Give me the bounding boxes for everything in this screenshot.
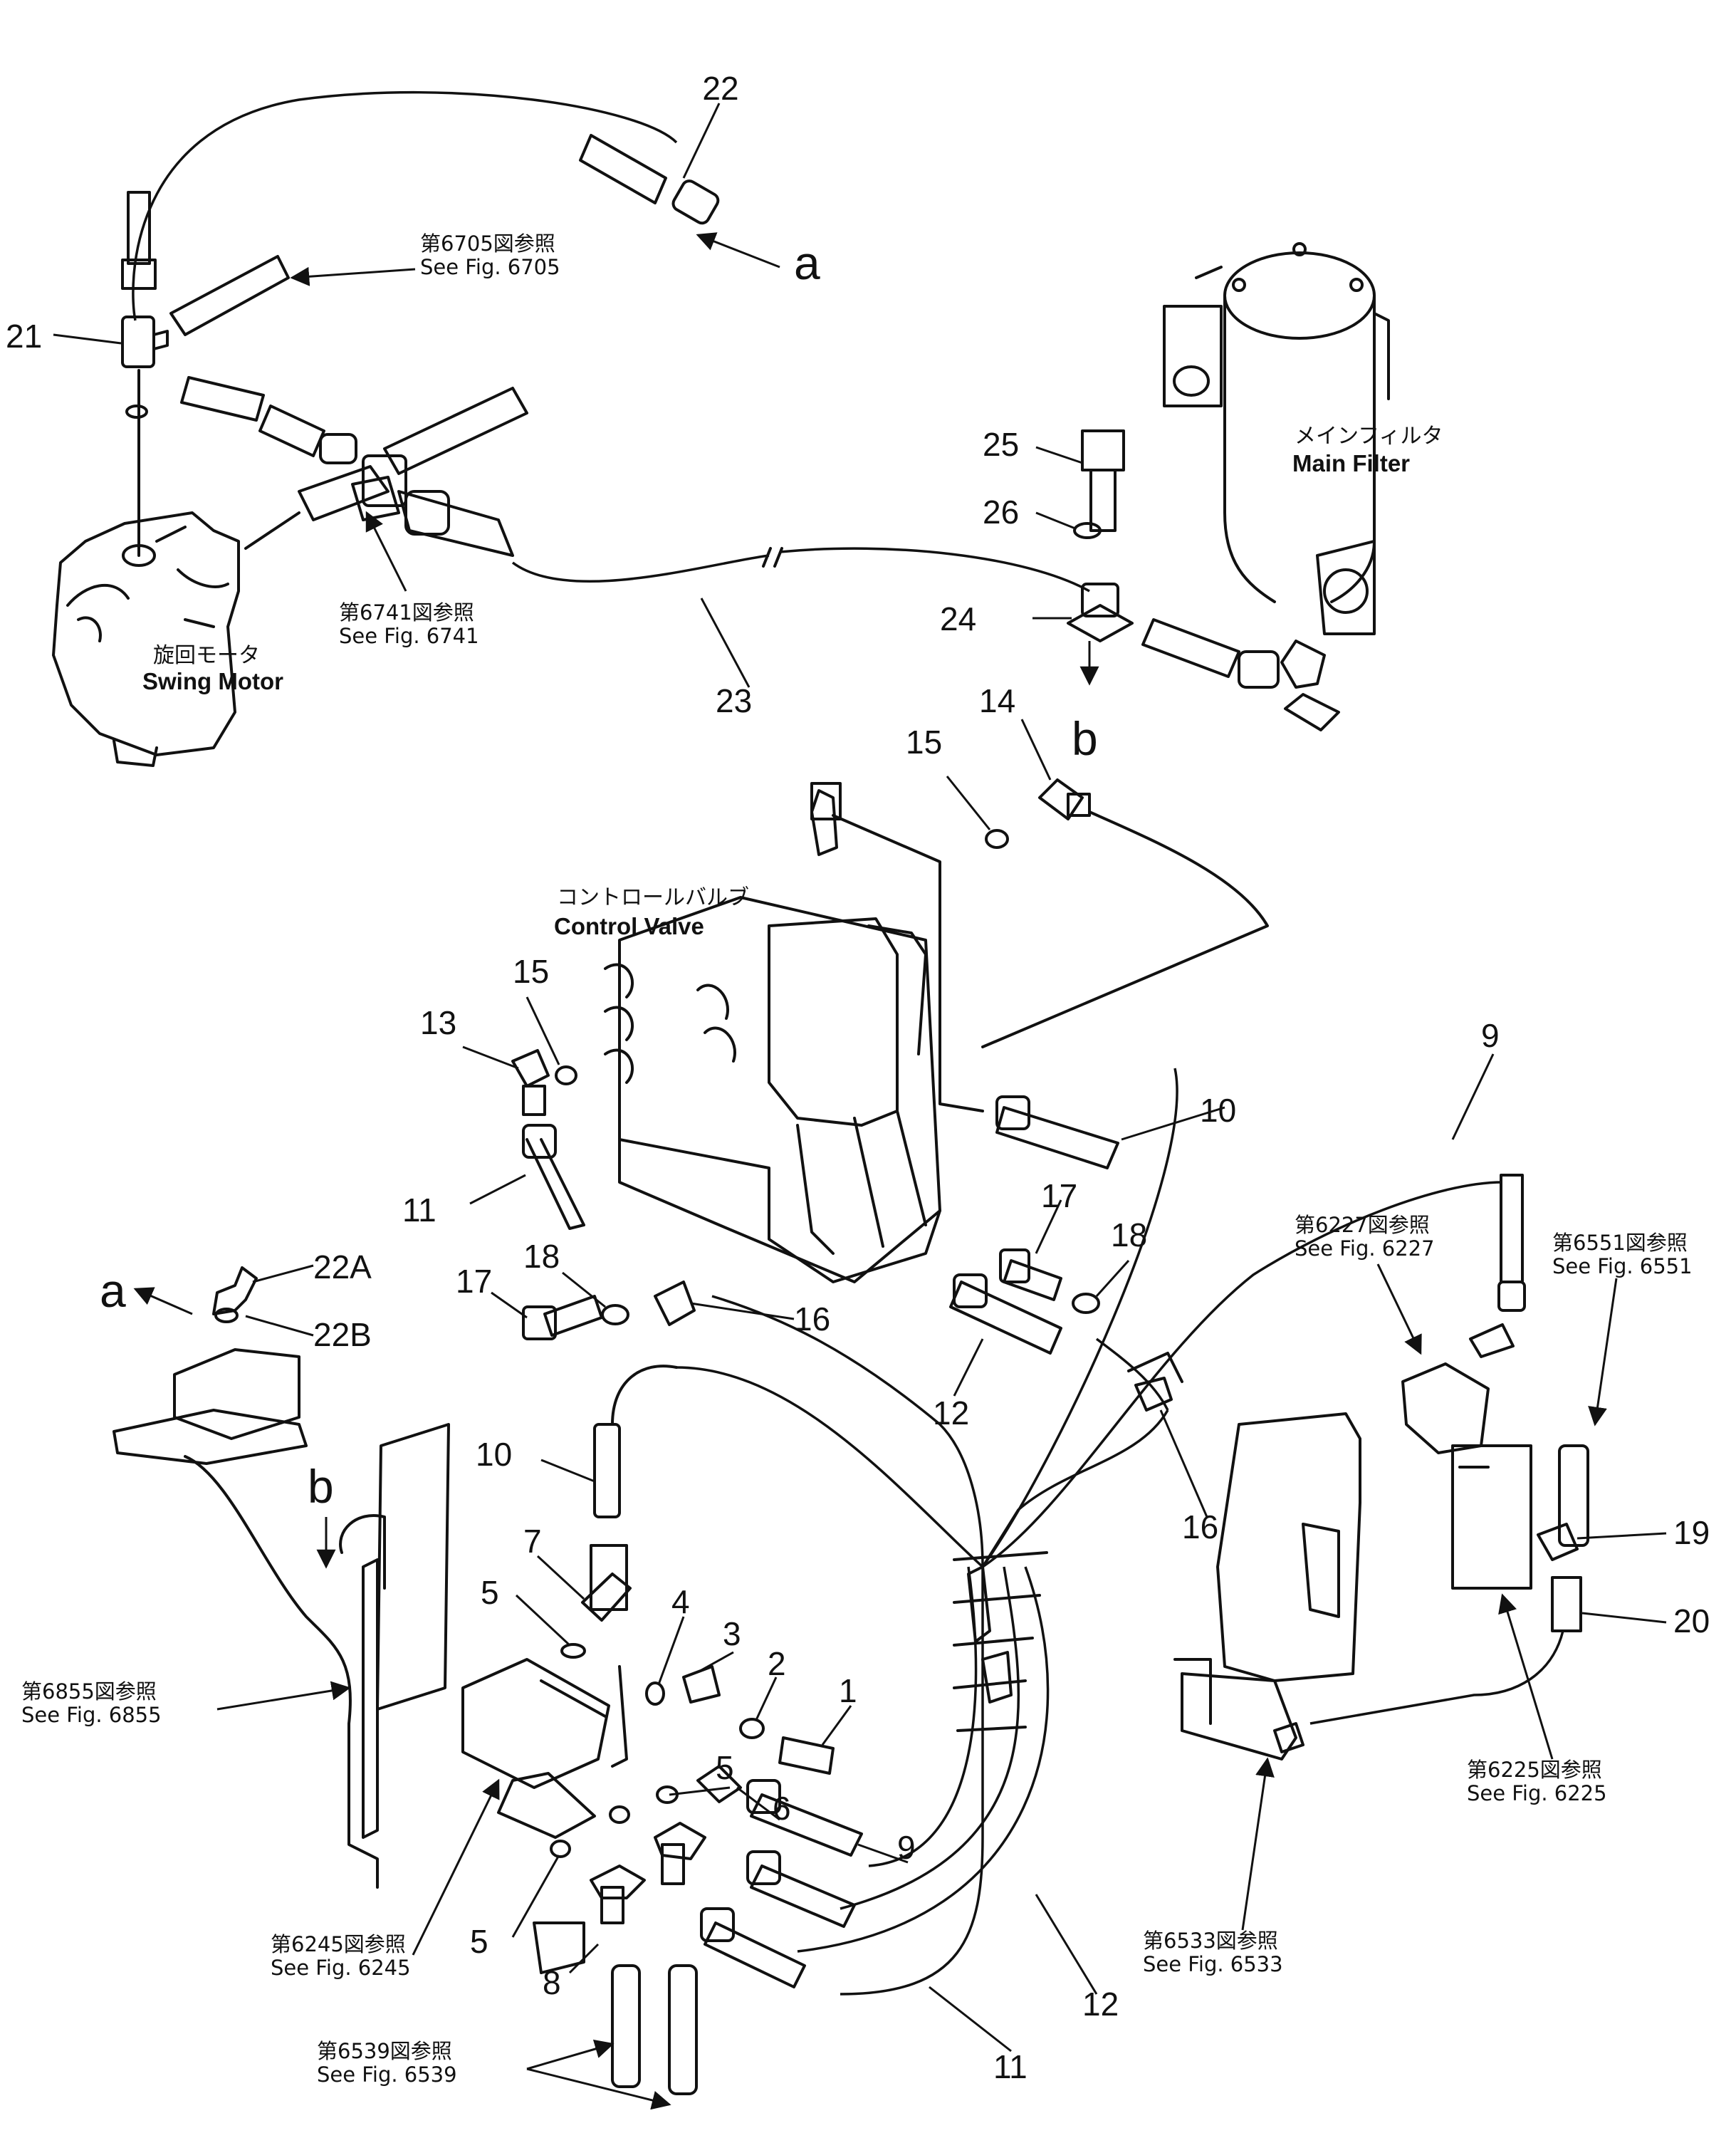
left-bracket-assembly (113, 1266, 835, 2095)
letter-b-left: b (308, 1460, 334, 1513)
ref-6245-en: See Fig. 6245 (271, 1956, 411, 1980)
letter-a-top: a (794, 236, 820, 289)
label-4: 4 (671, 1583, 690, 1620)
label-1: 1 (839, 1672, 857, 1709)
ref-6533-jp: 第6533図参照 (1143, 1929, 1278, 1953)
label-5-c: 5 (470, 1923, 488, 1960)
ref-6551-jp: 第6551図参照 (1552, 1231, 1688, 1255)
label-8: 8 (543, 1964, 561, 2001)
arrow-letters: a b a b (100, 236, 1098, 1513)
control-valve-label-jp: コントロールバルブ (557, 885, 749, 910)
ref-6855-en: See Fig. 6855 (21, 1703, 162, 1727)
control-valve-label-en: Control Valve (554, 913, 704, 939)
ref-6705-en: See Fig. 6705 (420, 255, 560, 279)
label-21: 21 (6, 318, 42, 355)
label-18-left: 18 (523, 1238, 560, 1275)
label-16-left: 16 (794, 1300, 830, 1337)
label-18-right: 18 (1111, 1216, 1147, 1253)
hose-bundle (676, 1068, 1503, 1996)
main-filter (1163, 242, 1390, 635)
figure-references: 第6705図参照 See Fig. 6705 第6741図参照 See Fig.… (21, 231, 1693, 2087)
ref-6741-en: See Fig. 6741 (339, 624, 479, 648)
leader-lines (53, 103, 1667, 2110)
ref-6225-jp: 第6225図参照 (1467, 1758, 1602, 1782)
label-16-right: 16 (1182, 1508, 1218, 1545)
label-19: 19 (1673, 1514, 1710, 1551)
control-valve (604, 782, 941, 1283)
letter-b-top: b (1072, 712, 1098, 765)
label-15-top: 15 (906, 724, 942, 761)
swing-motor-hoses (121, 90, 720, 557)
swing-motor-label-en: Swing Motor (142, 668, 283, 694)
label-12-top: 12 (933, 1394, 969, 1431)
label-11-lower: 11 (993, 2048, 1028, 2085)
label-9-top: 9 (1481, 1017, 1500, 1054)
label-15-left: 15 (513, 953, 549, 990)
label-23: 23 (716, 682, 752, 719)
label-14: 14 (979, 682, 1015, 719)
ref-6741-jp: 第6741図参照 (339, 600, 474, 625)
hoses-control-valve (522, 1095, 1119, 1355)
label-11-top: 11 (402, 1191, 436, 1229)
ref-6705-jp: 第6705図参照 (420, 231, 555, 256)
right-bracket-assembly (1127, 1174, 1589, 1761)
label-10-top: 10 (1200, 1092, 1236, 1129)
label-2: 2 (768, 1645, 786, 1682)
label-5-a: 5 (481, 1574, 499, 1611)
ref-6225-en: See Fig. 6225 (1467, 1781, 1607, 1805)
label-17-left: 17 (456, 1263, 492, 1300)
ref-6539-en: See Fig. 6539 (317, 2062, 457, 2087)
ref-6227-jp: 第6227図参照 (1295, 1213, 1430, 1237)
ref-6855-jp: 第6855図参照 (21, 1679, 157, 1704)
label-3: 3 (723, 1615, 741, 1652)
label-25: 25 (983, 426, 1019, 463)
ref-6533-en: See Fig. 6533 (1143, 1952, 1283, 1976)
label-22A: 22A (313, 1248, 372, 1285)
label-13: 13 (420, 1004, 456, 1041)
hose-23 (511, 429, 1340, 731)
label-5-b: 5 (716, 1749, 734, 1786)
fittings-control-valve (511, 778, 1269, 1116)
main-filter-label-jp: メインフィルタ (1295, 424, 1443, 449)
swing-motor-label-jp: 旋回モータ (153, 643, 260, 668)
label-24: 24 (940, 600, 976, 637)
label-7: 7 (523, 1523, 542, 1560)
label-17-right: 17 (1041, 1177, 1077, 1214)
label-26: 26 (983, 494, 1019, 531)
ref-6227-en: See Fig. 6227 (1295, 1236, 1435, 1261)
label-9-lower: 9 (897, 1829, 916, 1866)
main-filter-label-en: Main Filter (1292, 450, 1410, 476)
label-10-lower: 10 (476, 1436, 512, 1473)
ref-6551-en: See Fig. 6551 (1552, 1254, 1693, 1278)
label-22B: 22B (313, 1316, 372, 1353)
label-6: 6 (773, 1790, 791, 1827)
letter-a-left: a (100, 1264, 126, 1317)
ref-6539-jp: 第6539図参照 (317, 2039, 452, 2063)
label-12-lower: 12 (1082, 1986, 1119, 2023)
label-20: 20 (1673, 1602, 1710, 1639)
swing-motor (52, 511, 240, 767)
label-22: 22 (702, 70, 738, 107)
ref-6245-jp: 第6245図参照 (271, 1932, 406, 1956)
component-captions: メインフィルタ Main Filter 旋回モータ Swing Motor コン… (142, 424, 1443, 939)
part-numbers: 22 21 25 26 24 23 14 15 15 13 9 10 11 17… (6, 70, 1710, 2085)
